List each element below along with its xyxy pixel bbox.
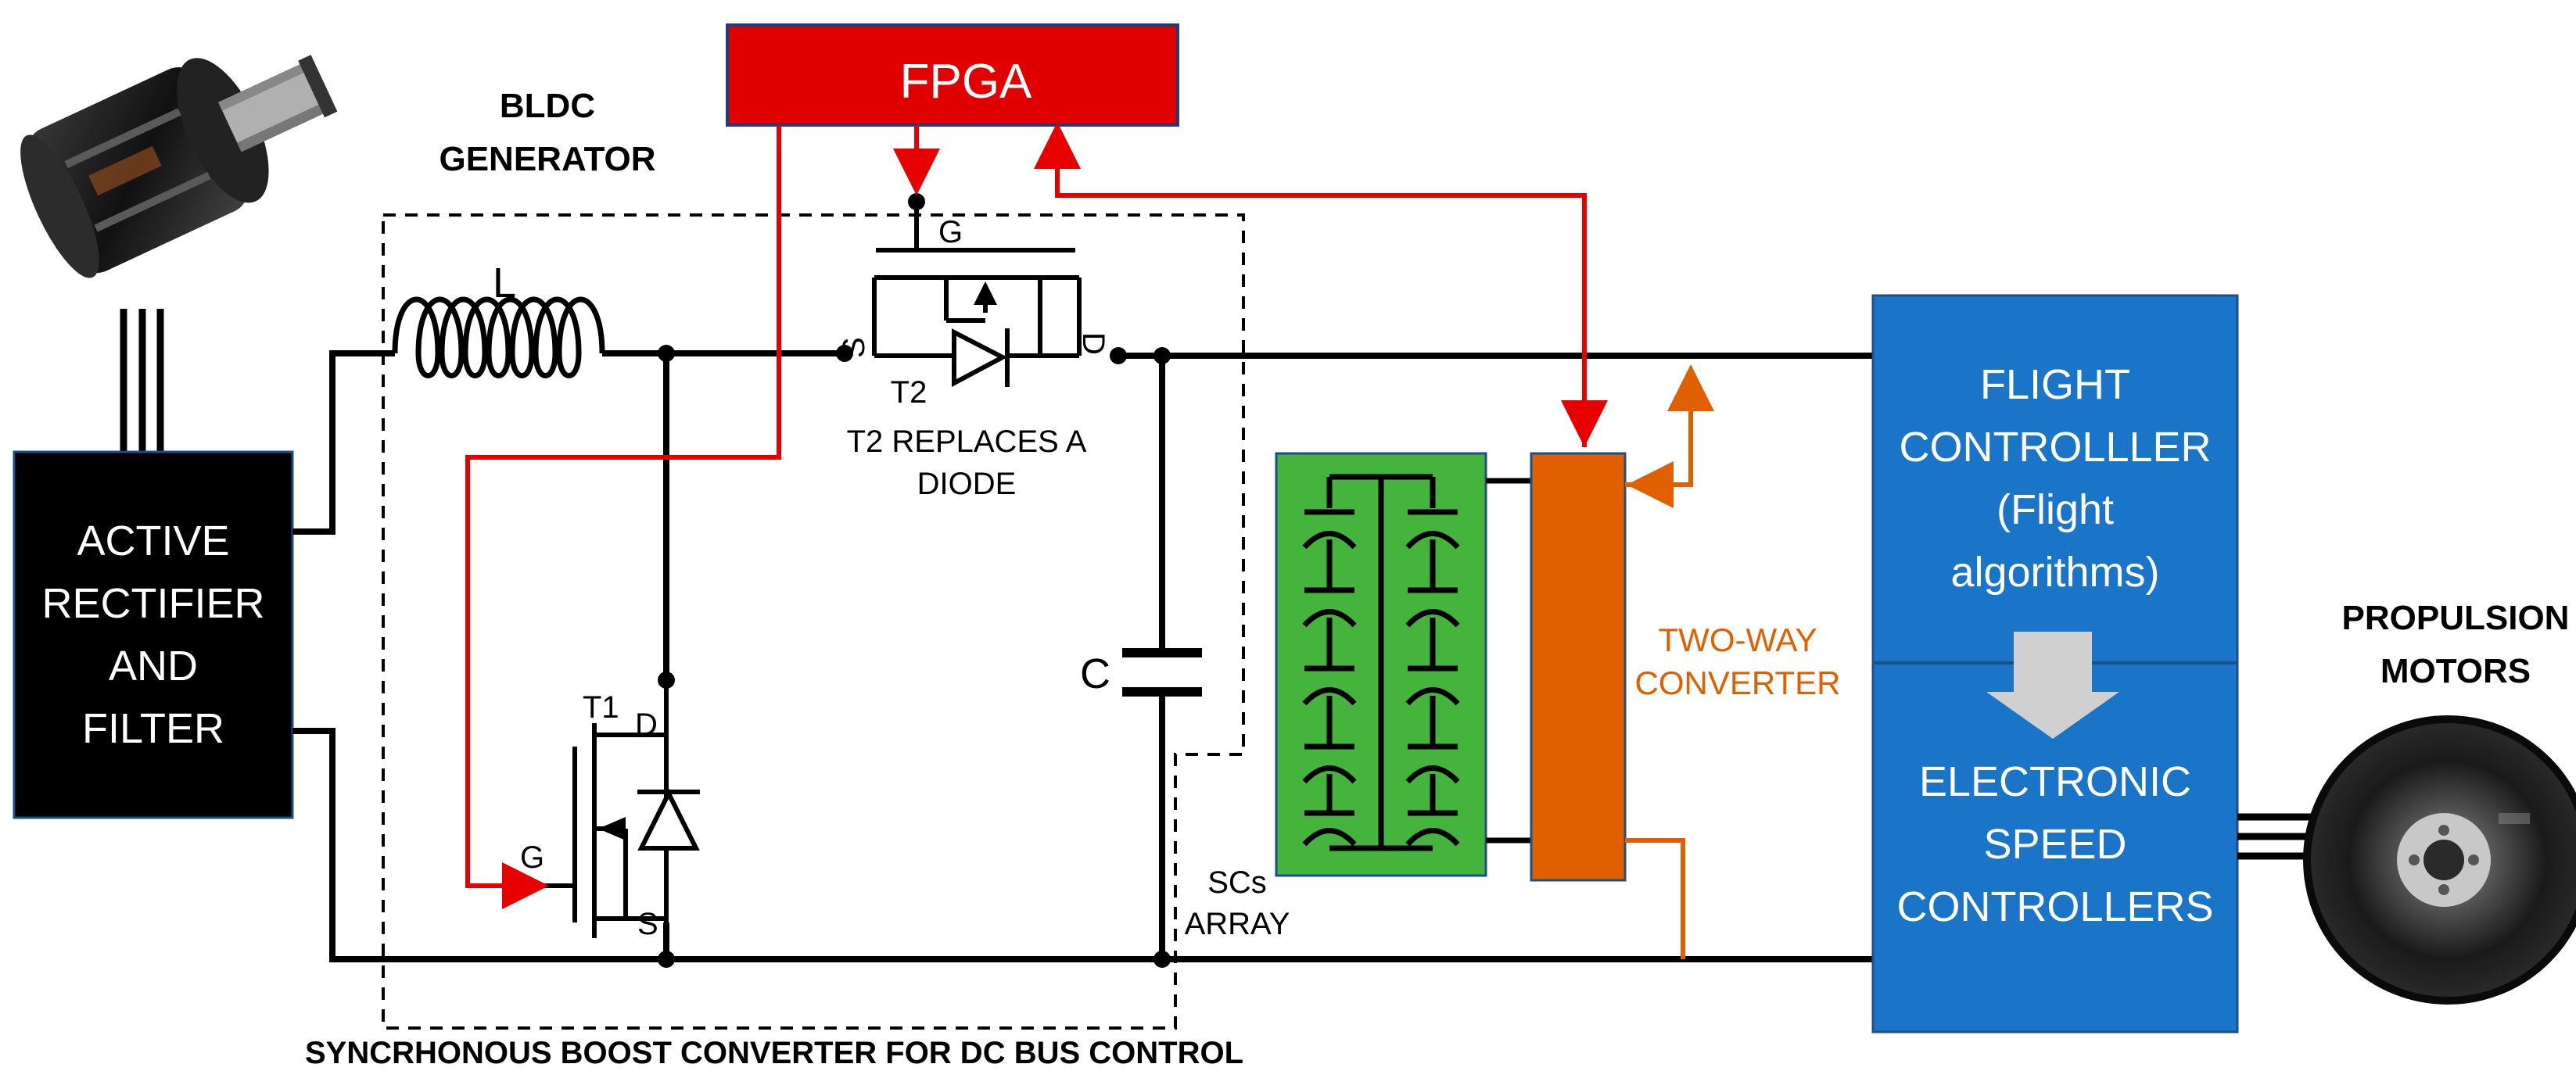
flight-controller-label-4: algorithms) [1950, 549, 2159, 596]
t2-body-arrow [974, 281, 997, 305]
bldc-generator-label-1: BLDC [500, 87, 595, 125]
t2-diode-symbol [952, 328, 1008, 387]
esc-label-3: CONTROLLERS [1896, 883, 2213, 930]
esc-label-2: SPEED [1983, 821, 2126, 868]
motor-phase-wires [2237, 813, 2315, 860]
two-way-converter-label-1: TWO-WAY [1659, 622, 1817, 658]
t1-body-arrow [598, 817, 626, 840]
t1-drain-label: D [635, 707, 658, 742]
circuit-nodes [510, 193, 1171, 968]
generator-phase-wires [120, 309, 164, 452]
t2-source-label: S [837, 337, 871, 358]
capacitor-label: C [1080, 650, 1110, 697]
capacitor-symbol [1122, 648, 1202, 697]
flight-controller-label-2: CONTROLLLER [1899, 424, 2211, 471]
flight-controller-label-3: (Flight [1997, 486, 2114, 533]
t1-source-label: S [637, 907, 658, 941]
fpga-label: FPGA [900, 55, 1032, 109]
t2-drain-label: D [1076, 332, 1110, 355]
t1-diode-symbol [637, 788, 700, 851]
two-way-converter-label-2: CONVERTER [1635, 665, 1841, 701]
boost-converter-boundary [382, 213, 1245, 1030]
inductor-label: L [493, 260, 516, 306]
active-rectifier-block: ACTIVE RECTIFIER AND FILTER [13, 450, 294, 819]
converter-bus-links [1625, 364, 1714, 959]
rectifier-label-3: AND [109, 643, 198, 690]
bldc-generator-label-2: GENERATOR [439, 140, 655, 178]
t1-gate-label: G [520, 840, 544, 875]
rectifier-label-2: RECTIFIER [41, 580, 264, 627]
fc-to-esc-arrow-icon [1986, 632, 2119, 739]
scs-array-label-1: SCs [1207, 865, 1267, 900]
propulsion-motors-label-2: MOTORS [2380, 652, 2531, 690]
flight-controller-label-1: FLIGHT [1980, 361, 2130, 408]
esc-label-1: ELECTRONIC [1919, 758, 2191, 805]
t2-note-line-1: T2 REPLACES A [847, 424, 1087, 459]
propulsion-motor-icon [2303, 715, 2576, 1005]
propulsion-motors-label-1: PROPULSION [2342, 599, 2570, 637]
fpga-block: FPGA [726, 23, 1179, 127]
boost-converter-caption: SYNCRHONOUS BOOST CONVERTER FOR DC BUS C… [305, 1036, 1243, 1070]
rectifier-label-1: ACTIVE [77, 518, 229, 564]
two-way-converter-block [1530, 452, 1627, 882]
inductor-symbol [392, 296, 605, 378]
power-wires [292, 350, 1873, 962]
esc-block: ELECTRONIC SPEED CONTROLLERS [1896, 758, 2213, 930]
t2-mosfet-symbol [872, 202, 1082, 358]
control-wires [465, 122, 1587, 909]
bldc-generator-icon [20, 55, 338, 278]
t2-gate-label: G [938, 215, 963, 249]
t2-note-line-2: DIODE [917, 467, 1017, 501]
t2-label: T2 [891, 375, 927, 410]
t1-label: T1 [583, 690, 619, 725]
scs-array-label-2: ARRAY [1185, 907, 1290, 941]
rectifier-label-4: FILTER [82, 705, 224, 752]
scs-converter-links [1486, 478, 1531, 844]
supercapacitor-array-block [1275, 452, 1487, 877]
